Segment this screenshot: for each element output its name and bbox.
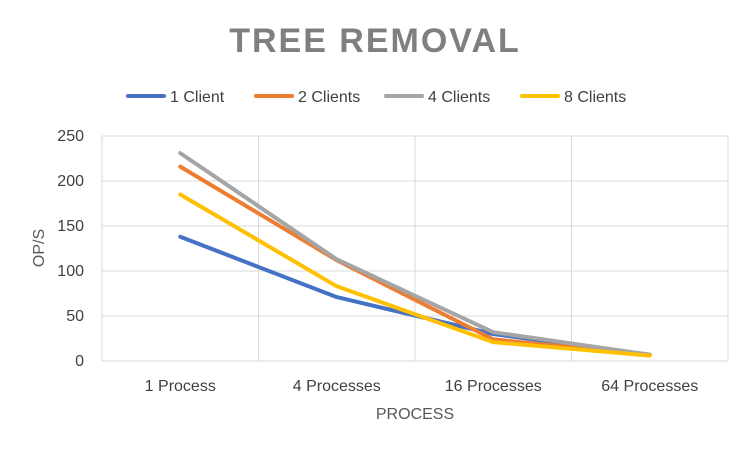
- x-tick-label: 1 Process: [145, 378, 216, 395]
- y-axis-ticks: 0 50 100 150 200 250: [57, 128, 84, 370]
- gridlines: [101, 135, 729, 362]
- chart-title: TREE REMOVAL: [229, 22, 521, 60]
- x-tick-label: 4 Processes: [293, 378, 381, 395]
- legend-label: 4 Clients: [428, 89, 490, 106]
- x-tick-label: 64 Processes: [601, 378, 698, 395]
- y-axis-label: OP/S: [31, 229, 48, 267]
- legend-item: 1 Client: [126, 89, 225, 106]
- legend-item: 2 Clients: [254, 89, 360, 106]
- y-tick-label: 150: [57, 218, 84, 235]
- y-tick-label: 200: [57, 173, 84, 190]
- x-axis-label: PROCESS: [376, 406, 454, 423]
- y-tick-label: 0: [75, 353, 84, 370]
- series-line-3: [178, 151, 652, 357]
- y-tick-label: 100: [57, 263, 84, 280]
- y-tick-label: 50: [66, 308, 84, 325]
- series-lines: [178, 151, 652, 358]
- legend-item: 4 Clients: [384, 89, 490, 106]
- legend-label: 8 Clients: [564, 89, 626, 106]
- legend-label: 2 Clients: [298, 89, 360, 106]
- x-tick-label: 16 Processes: [445, 378, 542, 395]
- y-tick-label: 250: [57, 128, 84, 145]
- legend-item: 8 Clients: [520, 89, 626, 106]
- legend-label: 1 Client: [170, 89, 225, 106]
- series-line-4: [178, 192, 652, 358]
- x-axis-ticks: 1 Process 4 Processes 16 Processes 64 Proce…: [145, 378, 699, 395]
- legend: 1 Client 2 Clients 4 Clients 8 Clients: [126, 89, 626, 106]
